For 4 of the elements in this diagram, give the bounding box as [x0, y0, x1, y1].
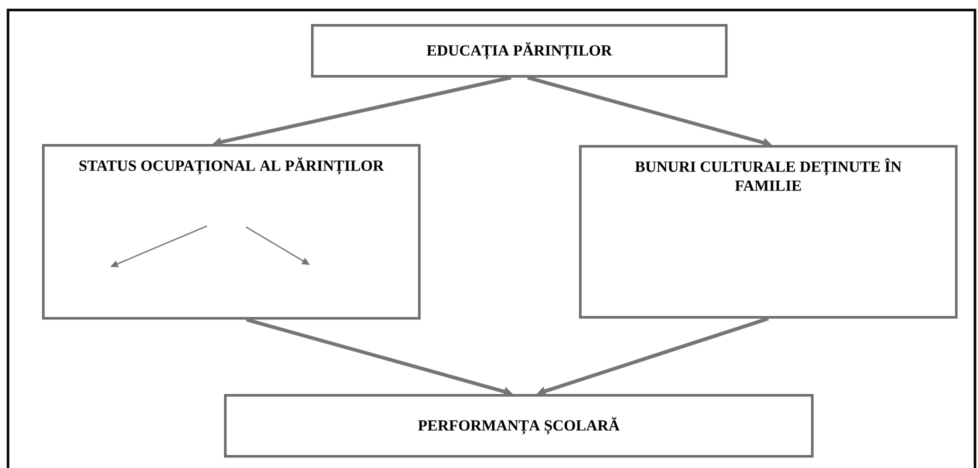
text-box: EDUCAȚIA PĂRINȚILOR: [311, 24, 728, 78]
text-box: PERFORMANȚA ȘCOLARĂ: [224, 394, 814, 458]
text-box: STATUS OCUPAȚIONAL AL PĂRINȚILOR: [42, 144, 421, 320]
text-box: BUNURI CULTURALE DEȚINUTE ÎN FAMILIE: [579, 144, 958, 319]
